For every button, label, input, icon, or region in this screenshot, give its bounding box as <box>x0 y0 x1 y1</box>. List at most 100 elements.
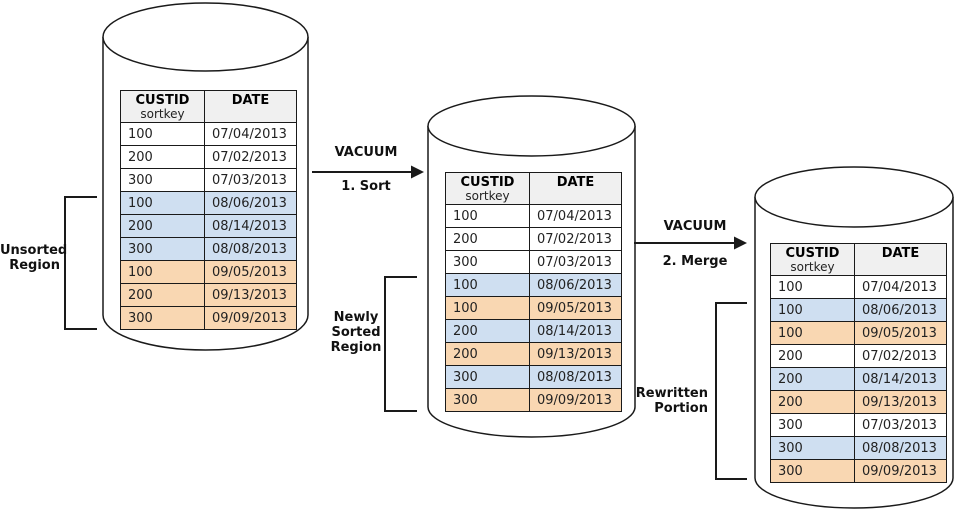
date-cell: 08/14/2013 <box>854 367 947 391</box>
cylinder-2-top-ellipse <box>427 95 636 157</box>
custid-cell: 200 <box>445 319 530 343</box>
cylinder-3-top-ellipse <box>754 166 954 228</box>
date-cell: 07/04/2013 <box>204 122 297 146</box>
custid-header-label: CUSTID <box>785 246 840 261</box>
unsorted-region-label: Unsorted Region <box>0 243 68 273</box>
vacuum-merge-arrow-head <box>734 236 747 250</box>
date-cell: 09/05/2013 <box>529 296 622 320</box>
custid-cell: 300 <box>445 250 530 274</box>
table-row: 100 09/05/2013 <box>445 296 622 320</box>
custid-cell: 200 <box>120 145 205 169</box>
custid-cell: 100 <box>770 275 855 299</box>
custid-cell: 300 <box>120 237 205 261</box>
date-cell: 07/02/2013 <box>204 145 297 169</box>
date-cell: 08/14/2013 <box>529 319 622 343</box>
newly-sorted-region-bracket <box>384 276 417 412</box>
table-row: 200 09/13/2013 <box>770 390 947 414</box>
table-row: 100 08/06/2013 <box>770 298 947 322</box>
custid-cell: 200 <box>120 214 205 238</box>
custid-cell: 100 <box>445 296 530 320</box>
vacuum-merge-arrow-step: 2. Merge <box>662 254 728 269</box>
vacuum-merge-arrow-title: VACUUM <box>663 219 727 234</box>
custid-cell: 200 <box>120 283 205 307</box>
custid-cell: 100 <box>770 321 855 345</box>
table-row: 300 07/03/2013 <box>445 250 622 274</box>
unsorted-region-label-line1: Unsorted <box>0 243 68 258</box>
date-header-label: DATE <box>231 93 270 108</box>
sortkey-label: sortkey <box>140 107 185 121</box>
custid-cell: 200 <box>770 390 855 414</box>
table-row: 200 07/02/2013 <box>445 227 622 251</box>
date-cell: 07/03/2013 <box>529 250 622 274</box>
table-row: 300 07/03/2013 <box>120 168 297 192</box>
date-cell: 08/08/2013 <box>204 237 297 261</box>
table-row: 200 09/13/2013 <box>445 342 622 366</box>
date-cell: 08/08/2013 <box>854 436 947 460</box>
custid-column-header: CUSTID sortkey <box>120 90 205 123</box>
custid-cell: 100 <box>120 122 205 146</box>
table-row: 300 08/08/2013 <box>770 436 947 460</box>
date-cell: 07/02/2013 <box>854 344 947 368</box>
merged-table: CUSTID sortkey DATE 100 07/04/2013 100 0… <box>770 243 947 483</box>
custid-cell: 200 <box>445 342 530 366</box>
unsorted-table: CUSTID sortkey DATE 100 07/04/2013 200 0… <box>120 90 297 330</box>
date-cell: 08/06/2013 <box>854 298 947 322</box>
vacuum-sort-arrow-head <box>411 165 424 179</box>
table-row: 100 08/06/2013 <box>445 273 622 297</box>
unsorted-region-label-line2: Region <box>9 258 60 273</box>
custid-cell: 300 <box>120 306 205 330</box>
custid-cell: 200 <box>445 227 530 251</box>
newly-sorted-region-label-line2: Sorted <box>331 325 381 340</box>
custid-cell: 200 <box>770 344 855 368</box>
date-cell: 09/05/2013 <box>854 321 947 345</box>
date-cell: 09/05/2013 <box>204 260 297 284</box>
custid-column-header: CUSTID sortkey <box>770 243 855 276</box>
date-cell: 09/09/2013 <box>204 306 297 330</box>
table-header-row: CUSTID sortkey DATE <box>445 172 622 205</box>
date-cell: 09/09/2013 <box>854 459 947 483</box>
date-cell: 09/09/2013 <box>529 388 622 412</box>
table-row: 300 09/09/2013 <box>445 388 622 412</box>
unsorted-region-bracket <box>64 196 97 330</box>
date-column-header: DATE <box>854 243 947 276</box>
date-header-label: DATE <box>881 246 920 261</box>
table-row: 300 09/09/2013 <box>770 459 947 483</box>
table-row: 300 08/08/2013 <box>445 365 622 389</box>
date-cell: 08/06/2013 <box>529 273 622 297</box>
date-header-label: DATE <box>556 175 595 190</box>
newly-sorted-table: CUSTID sortkey DATE 100 07/04/2013 200 0… <box>445 172 622 412</box>
custid-header-label: CUSTID <box>460 175 515 190</box>
custid-cell: 100 <box>445 273 530 297</box>
table-header-row: CUSTID sortkey DATE <box>120 90 297 123</box>
custid-cell: 300 <box>770 459 855 483</box>
table-row: 300 09/09/2013 <box>120 306 297 330</box>
custid-cell: 200 <box>770 367 855 391</box>
table-row: 300 08/08/2013 <box>120 237 297 261</box>
custid-header-label: CUSTID <box>135 93 190 108</box>
date-cell: 09/13/2013 <box>529 342 622 366</box>
table-row: 100 07/04/2013 <box>445 204 622 228</box>
date-cell: 08/06/2013 <box>204 191 297 215</box>
table-row: 200 08/14/2013 <box>120 214 297 238</box>
date-column-header: DATE <box>204 90 297 123</box>
date-cell: 07/03/2013 <box>854 413 947 437</box>
rewritten-portion-label-line2: Portion <box>654 401 708 416</box>
rewritten-portion-label-line1: Rewritten <box>635 386 708 401</box>
table-row: 100 09/05/2013 <box>770 321 947 345</box>
newly-sorted-region-label: Newly Sorted Region <box>318 310 394 355</box>
table-row: 200 08/14/2013 <box>770 367 947 391</box>
table-row: 200 07/02/2013 <box>120 145 297 169</box>
date-cell: 07/03/2013 <box>204 168 297 192</box>
table-row: 100 07/04/2013 <box>770 275 947 299</box>
date-cell: 09/13/2013 <box>204 283 297 307</box>
date-cell: 08/08/2013 <box>529 365 622 389</box>
table-row: 200 09/13/2013 <box>120 283 297 307</box>
newly-sorted-region-label-line3: Region <box>330 340 382 355</box>
custid-cell: 100 <box>770 298 855 322</box>
custid-cell: 100 <box>120 260 205 284</box>
table-row: 100 08/06/2013 <box>120 191 297 215</box>
custid-cell: 300 <box>445 365 530 389</box>
sortkey-label: sortkey <box>790 260 835 274</box>
vacuum-sort-arrow-title: VACUUM <box>334 145 398 160</box>
